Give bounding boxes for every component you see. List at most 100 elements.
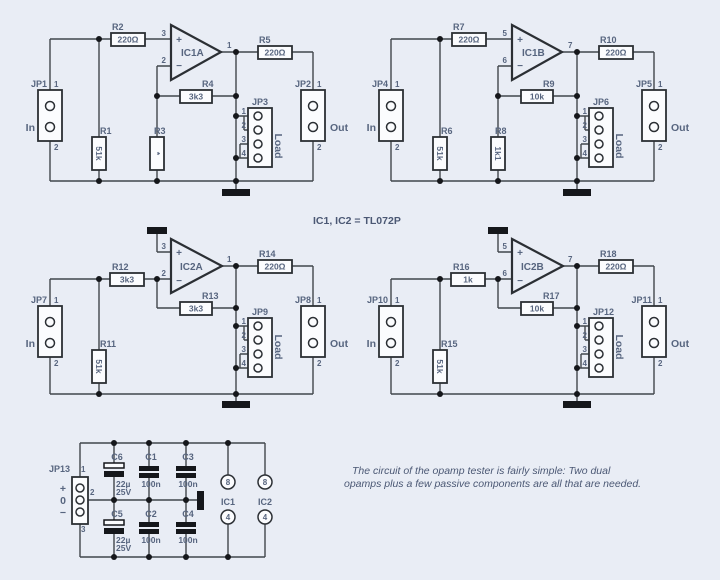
resistor-series-value: 3k3	[120, 275, 134, 285]
resistor-feedback-ref: R9	[543, 79, 555, 89]
resistor-feedback-ref: R13	[202, 291, 219, 301]
plus-input-sign: +	[517, 248, 523, 259]
resistor-output-body	[257, 45, 293, 60]
amplifier-circuit-ic2b: R16 1k R17 10k R18 220Ω R15 51k IC2B 5 6…	[367, 227, 690, 408]
jp-out-pin2: 2	[658, 359, 663, 368]
ground-symbol	[222, 401, 250, 408]
caption-line-1: The circuit of the opamp tester is fairl…	[352, 465, 611, 477]
opamp-name: IC1B	[522, 48, 545, 59]
connector-jp-out	[641, 89, 667, 142]
resistor-series-body	[451, 32, 487, 47]
capacitor-c1	[139, 466, 159, 478]
opamp-triangle-symbol	[169, 237, 225, 295]
jp-in-ref: JP10	[367, 295, 388, 305]
pin-number-out: 7	[568, 255, 573, 264]
resistor-gnd-ref: R3	[154, 126, 166, 136]
resistor-output-ref: R18	[600, 249, 617, 259]
load-pin-1: 1	[583, 107, 588, 116]
jp-out-ref: JP8	[295, 295, 311, 305]
jp-out-pin2: 2	[658, 143, 663, 152]
load-pin-4: 4	[242, 359, 247, 368]
connector-pin-pads	[385, 100, 660, 163]
capacitor-c5	[103, 519, 125, 534]
load-pin-1: 1	[242, 317, 247, 326]
jp-out-pin2: 2	[317, 359, 322, 368]
pin-number-minus: 2	[162, 56, 167, 65]
resistor-output-value: 220Ω	[606, 262, 627, 272]
resistor-feedback-ref: R17	[543, 291, 560, 301]
resistor-gnd-ref: R8	[495, 126, 507, 136]
ground-symbol-top	[488, 227, 508, 234]
junction-dots	[96, 36, 239, 184]
load-pin-3: 3	[583, 345, 588, 354]
pin-number-plus: 3	[162, 29, 167, 38]
supply-minus-label: −	[60, 507, 66, 519]
resistor-feedback-body	[520, 301, 554, 316]
load-pin-3: 3	[242, 135, 247, 144]
jp-out-pin1: 1	[317, 296, 322, 305]
load-label: Load	[613, 334, 625, 359]
amplifier-circuit-ic1a: R2 220Ω R4 3k3 R5 220Ω R1 51k R3 * IC1A …	[26, 22, 349, 196]
junction-dots	[96, 263, 239, 397]
jp-load-ref: JP9	[252, 307, 268, 317]
resistor-series-value: 220Ω	[118, 35, 139, 45]
connector-jp-out	[641, 305, 667, 358]
opamp-name: IC2A	[180, 262, 203, 273]
out-label: Out	[330, 338, 349, 350]
jp-in-pin1: 1	[54, 80, 59, 89]
jp-in-pin2: 2	[54, 143, 59, 152]
in-label: In	[26, 338, 35, 350]
jp-out-ref: JP2	[295, 79, 311, 89]
plus-input-sign: +	[176, 35, 182, 46]
jp-in-pin2: 2	[395, 143, 400, 152]
in-label: In	[367, 122, 376, 134]
c5-ref: C5	[111, 509, 123, 519]
capacitor-c3	[176, 466, 196, 478]
ic2-ref: IC2	[258, 497, 272, 507]
c4-ref: C4	[182, 509, 194, 519]
load-pin-3: 3	[583, 135, 588, 144]
supply-zero-label: 0	[60, 495, 66, 507]
ic-type-note: IC1, IC2 = TL072P	[313, 215, 401, 227]
jp13-pin2: 2	[90, 488, 95, 497]
resistor-series-body	[109, 272, 145, 287]
jp-in-pin1: 1	[395, 296, 400, 305]
resistor-input-ref: R6	[441, 126, 453, 136]
jp13-pin1: 1	[81, 465, 86, 474]
load-label: Load	[613, 133, 625, 158]
jp-in-pin2: 2	[395, 359, 400, 368]
jp-in-pin2: 2	[54, 359, 59, 368]
c5-value: 22µ	[116, 535, 130, 545]
ic1-vplus-pin: 8	[226, 478, 231, 487]
load-pin-4: 4	[242, 149, 247, 158]
resistor-gnd-body	[490, 136, 506, 171]
in-label: In	[367, 338, 376, 350]
resistor-input-value: 51k	[94, 359, 104, 373]
resistor-gnd-body	[149, 136, 165, 171]
c4-value: 100n	[178, 535, 197, 545]
resistor-series-body	[110, 32, 146, 47]
resistor-input-body	[91, 349, 107, 384]
resistor-feedback-body	[179, 89, 213, 104]
in-label: In	[26, 122, 35, 134]
opamp-triangle-symbol	[510, 23, 565, 82]
c1-ref: C1	[145, 452, 157, 462]
resistor-feedback-body	[179, 301, 213, 316]
load-pin-4: 4	[583, 359, 588, 368]
resistor-feedback-value: 3k3	[189, 92, 203, 102]
ground-symbol-top	[147, 227, 167, 234]
ground-symbol	[563, 401, 591, 408]
resistor-input-value: 51k	[94, 146, 104, 160]
ground-symbol-mid-rail	[197, 491, 204, 510]
out-label: Out	[671, 122, 690, 134]
circuit-wires	[390, 234, 655, 401]
c1-value: 100n	[141, 479, 160, 489]
connector-jp-in	[378, 89, 404, 142]
resistor-feedback-value: 10k	[530, 92, 544, 102]
jp-in-pin1: 1	[395, 80, 400, 89]
supply-plus-label: +	[60, 483, 66, 495]
connector-pin-pads	[385, 316, 660, 373]
resistor-input-ref: R1	[100, 126, 112, 136]
resistor-series-value: 220Ω	[459, 35, 480, 45]
